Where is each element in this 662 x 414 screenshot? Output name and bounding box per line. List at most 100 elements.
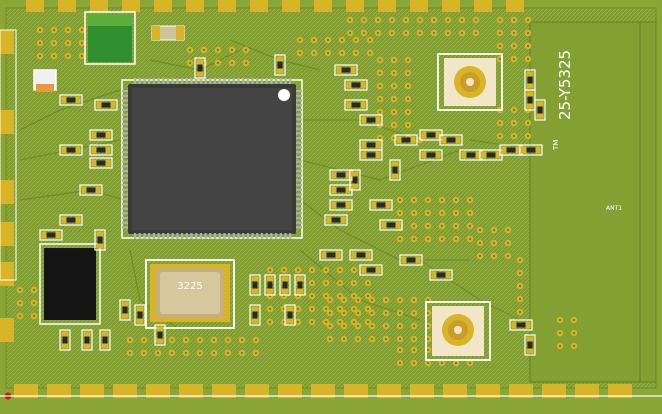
component-body xyxy=(267,281,273,289)
via-drill xyxy=(440,198,444,202)
via-drill xyxy=(390,31,394,35)
solder-pad-icon xyxy=(391,161,399,167)
chip-pin xyxy=(171,233,174,239)
via-drill xyxy=(526,31,530,35)
chip-pin xyxy=(246,78,249,84)
chip-pin xyxy=(228,78,231,84)
chip-pin xyxy=(162,78,165,84)
via-drill xyxy=(392,110,396,114)
left-edge-pad xyxy=(0,110,14,134)
component-body xyxy=(537,106,543,114)
via-drill xyxy=(426,211,430,215)
via-drill xyxy=(512,57,516,61)
solder-pad-icon xyxy=(61,216,67,224)
left-edge-outline xyxy=(0,29,17,281)
chip-pin xyxy=(134,78,137,84)
via-drill xyxy=(368,51,372,55)
chip-pin xyxy=(138,233,141,239)
via-drill xyxy=(142,338,146,342)
via-drill xyxy=(412,224,416,228)
component-outline xyxy=(534,99,546,121)
solder-pad-icon xyxy=(136,306,144,312)
via-drill xyxy=(404,31,408,35)
via-drill xyxy=(298,38,302,42)
solder-pad-icon xyxy=(61,331,69,337)
solder-pad-icon xyxy=(96,243,104,249)
chip-pin xyxy=(122,122,128,126)
via-drill xyxy=(356,337,360,341)
solder-pad-icon xyxy=(511,321,517,329)
via-drill xyxy=(506,241,510,245)
chip-pin xyxy=(296,127,302,130)
via-drill xyxy=(426,311,430,315)
via-drill xyxy=(298,51,302,55)
solder-pad-icon xyxy=(351,251,357,259)
top-edge-pad xyxy=(218,0,236,12)
component-body xyxy=(96,147,106,153)
via-drill xyxy=(282,268,286,272)
component-outline xyxy=(524,69,536,91)
solder-pad-icon xyxy=(435,151,441,159)
solder-pad-icon xyxy=(336,66,342,74)
via-drill xyxy=(66,28,70,32)
via-drill xyxy=(558,344,562,348)
component-outline xyxy=(119,299,131,321)
solder-pad-icon xyxy=(526,91,534,97)
via-drill xyxy=(352,294,356,298)
chip-pin xyxy=(289,78,292,84)
solder-pad-icon xyxy=(296,288,304,294)
via-drill xyxy=(426,324,430,328)
via-drill xyxy=(352,320,356,324)
via-drill xyxy=(426,198,430,202)
solder-pad-icon xyxy=(321,251,327,259)
via-drill xyxy=(80,41,84,45)
solder-pad-icon xyxy=(340,216,346,224)
component-outline xyxy=(319,249,343,261)
solder-pad-icon xyxy=(96,101,102,109)
chip-pin xyxy=(204,78,207,84)
component-body xyxy=(401,137,411,143)
component-body xyxy=(336,172,346,178)
via-drill xyxy=(244,61,248,65)
left-edge-pad xyxy=(0,30,14,54)
via-drill xyxy=(368,38,372,42)
via-drill xyxy=(366,294,370,298)
via-drill xyxy=(338,320,342,324)
component-outline xyxy=(294,274,306,296)
chip-pin xyxy=(275,233,278,239)
via-drill xyxy=(356,311,360,315)
bottom-edge-pad xyxy=(377,384,401,398)
chip-pin xyxy=(296,160,302,163)
via-drill xyxy=(440,224,444,228)
top-edge-pad xyxy=(442,0,460,12)
chip-pin xyxy=(242,233,245,239)
via-drill xyxy=(378,97,382,101)
via-drill xyxy=(390,18,394,22)
solder-pad-icon xyxy=(251,288,259,294)
via-drill xyxy=(460,18,464,22)
chip-pin xyxy=(296,151,302,154)
via-drill xyxy=(352,307,356,311)
via-drill xyxy=(412,337,416,341)
chip-pin xyxy=(122,113,128,116)
via-drill xyxy=(244,48,248,52)
chip-pin xyxy=(296,226,302,229)
chip-pin xyxy=(218,78,221,84)
chip-pin xyxy=(122,151,128,154)
solder-pad-icon xyxy=(526,103,534,109)
via-drill xyxy=(518,297,522,301)
chip-pin xyxy=(122,193,128,196)
via-drill xyxy=(52,41,56,45)
via-drill xyxy=(370,311,374,315)
component-outline xyxy=(379,219,403,231)
component-outline xyxy=(89,129,113,141)
chip-pin xyxy=(223,233,226,239)
solder-pad-icon xyxy=(335,251,341,259)
via-drill xyxy=(230,61,234,65)
bottom-edge-pad xyxy=(47,384,71,398)
via-drill xyxy=(18,288,22,292)
component-body xyxy=(336,187,346,193)
component-outline xyxy=(344,79,368,91)
via-drill xyxy=(512,108,516,112)
chip-pin xyxy=(181,78,184,84)
